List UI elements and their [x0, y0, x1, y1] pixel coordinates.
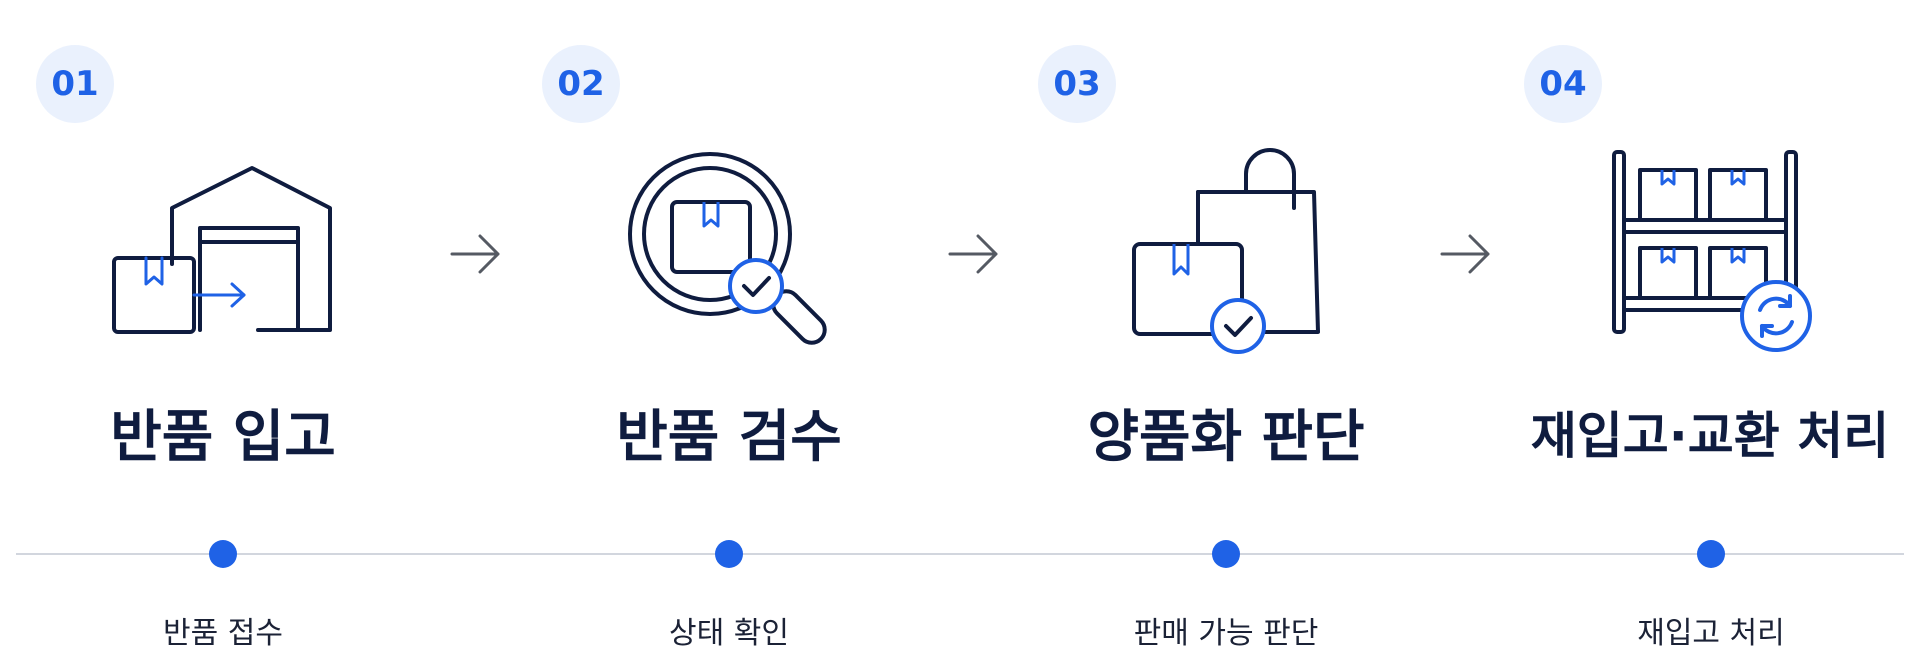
step-4-subtitle: 재입고 처리	[1637, 616, 1785, 651]
inspection-icon	[628, 152, 827, 345]
timeline-dot	[209, 540, 237, 568]
step-3-title: 양품화 판단	[1087, 405, 1365, 470]
step-1-subtitle: 반품 접수	[163, 616, 283, 651]
timeline-dot	[1697, 540, 1725, 568]
timeline-dot	[715, 540, 743, 568]
timeline-line	[16, 553, 1904, 555]
restock-shelf-icon	[1612, 150, 1812, 352]
step-2-badge: 02	[542, 45, 620, 123]
step-1-title: 반품 입고	[110, 405, 336, 470]
step-3-badge: 03	[1038, 45, 1116, 123]
arrow-right-icon	[1440, 234, 1490, 274]
step-4-title: 재입고·교환 처리	[1530, 407, 1890, 465]
step-1-badge: 01	[36, 45, 114, 123]
step-4-badge: 04	[1524, 45, 1602, 123]
arrow-right-icon	[948, 234, 998, 274]
step-3-subtitle: 판매 가능 판단	[1133, 616, 1319, 651]
step-2-subtitle: 상태 확인	[669, 616, 789, 651]
shopping-bag-check-icon	[1132, 148, 1320, 354]
step-2-title: 반품 검수	[616, 405, 842, 470]
warehouse-icon	[112, 166, 332, 334]
arrow-right-icon	[450, 234, 500, 274]
timeline-dot	[1212, 540, 1240, 568]
